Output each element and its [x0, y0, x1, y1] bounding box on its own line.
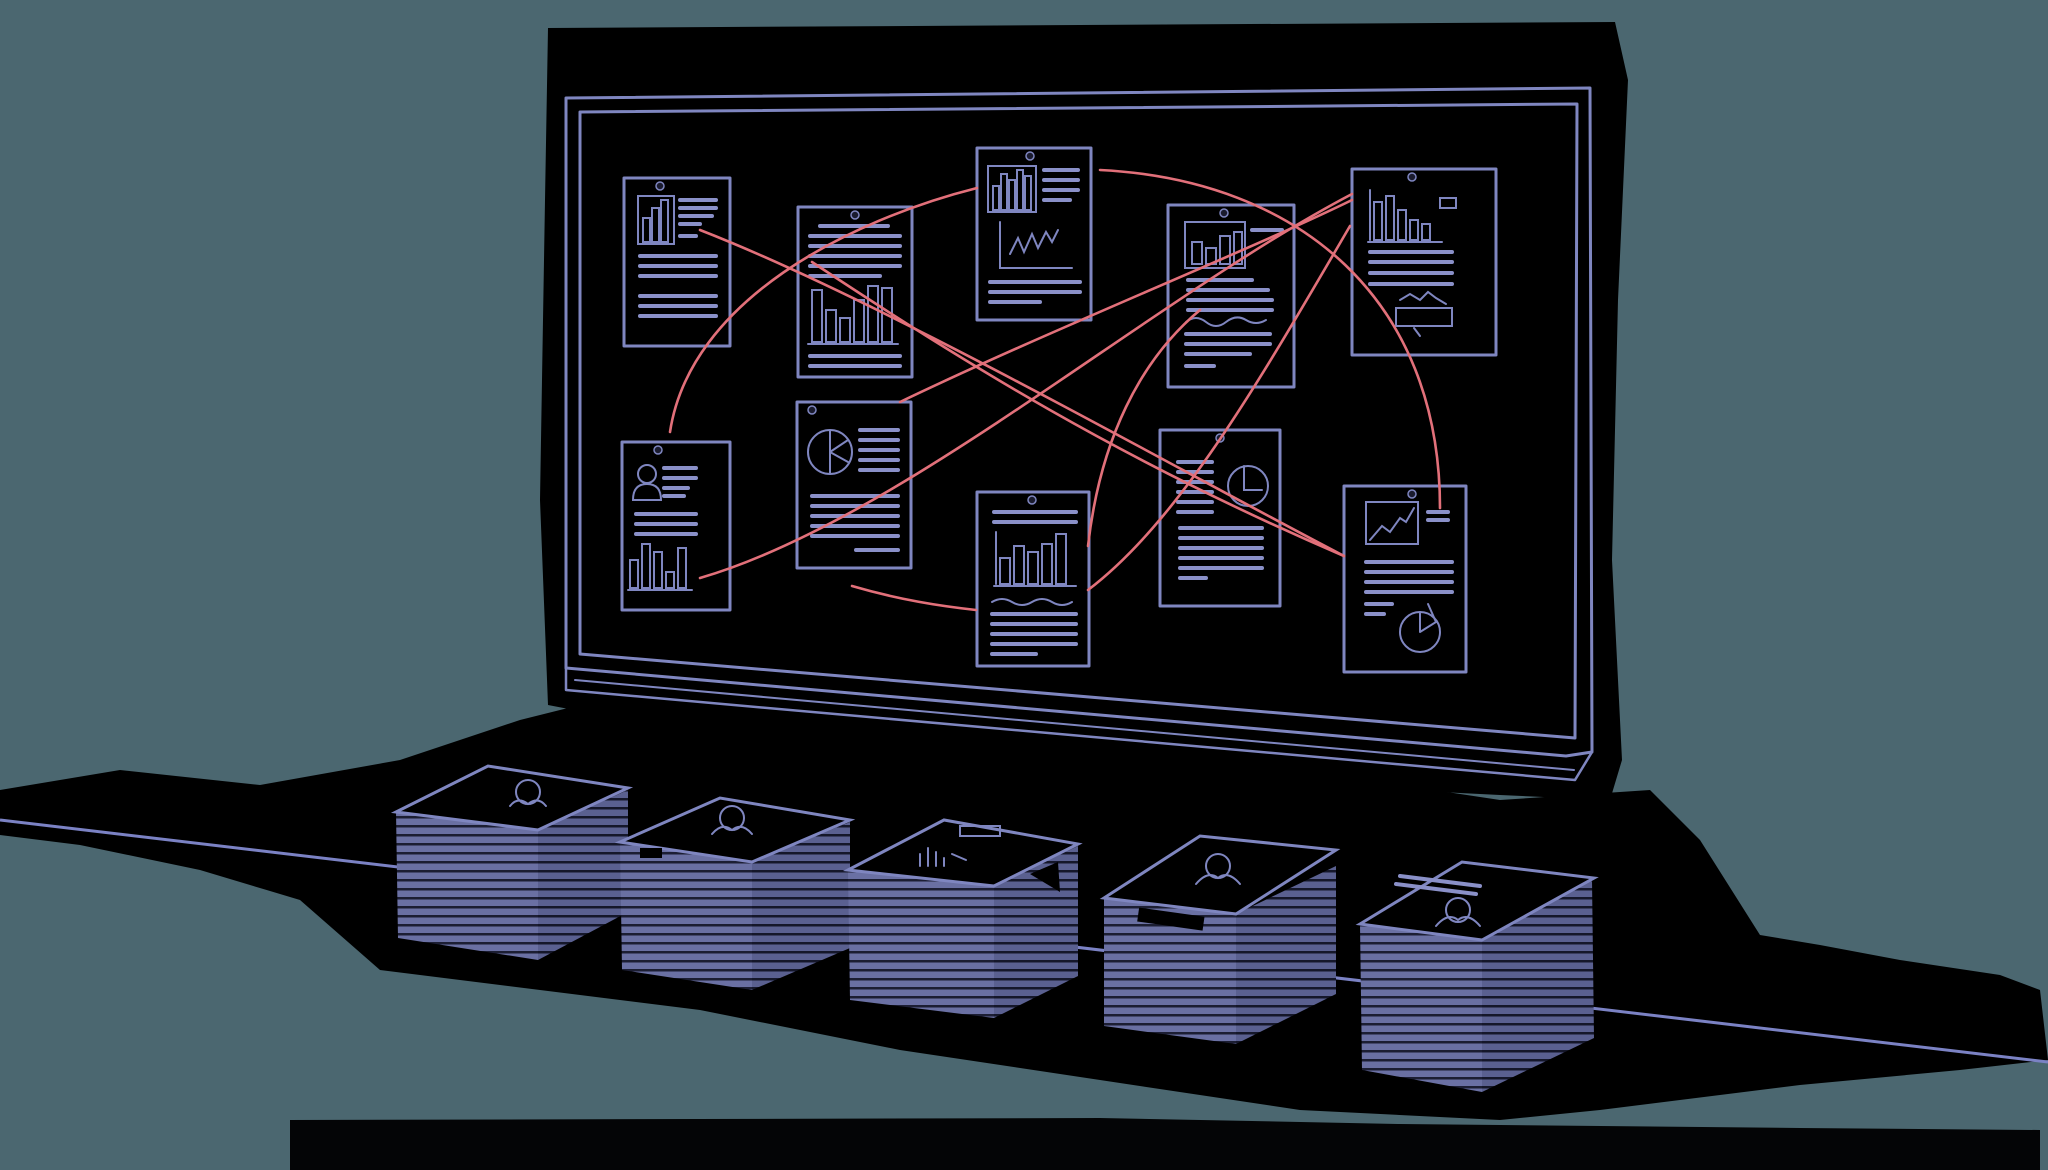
pie-chart-icon: [807, 429, 853, 475]
bar-chart-icon: [987, 165, 1037, 213]
paper-stack-3[interactable]: [842, 818, 1083, 1018]
pin-icon: [1407, 489, 1417, 499]
paper-stack-1[interactable]: [390, 764, 634, 960]
wave-icon: [1185, 316, 1267, 327]
paper-stack-4[interactable]: [1099, 834, 1341, 1044]
document-card-2[interactable]: [796, 205, 914, 379]
line-chart-icon: [999, 221, 1073, 269]
bar-chart-icon: [1367, 189, 1443, 243]
person-avatar-icon: [1435, 897, 1481, 927]
board-frame: [564, 86, 1594, 782]
pin-icon: [1027, 495, 1037, 505]
pin-icon: [1407, 172, 1417, 182]
person-avatar-icon: [711, 805, 753, 835]
text-lines: [638, 198, 718, 318]
document-card-8[interactable]: [975, 490, 1091, 668]
wave-icon: [991, 598, 1073, 606]
document-card-1[interactable]: [622, 176, 732, 348]
bar-chart-icon: [919, 825, 1001, 867]
pin-icon: [1219, 208, 1229, 218]
pin-icon: [850, 210, 860, 220]
person-avatar-icon: [509, 779, 547, 807]
document-card-10[interactable]: [1342, 484, 1468, 674]
trend-line-chart-icon: [1365, 501, 1419, 545]
pin-icon: [655, 181, 665, 191]
person-avatar-icon: [1195, 853, 1241, 885]
red-connection-strings: [668, 168, 1442, 612]
document-card-6[interactable]: [620, 440, 732, 612]
document-card-5[interactable]: [1350, 167, 1498, 357]
bar-chart-icon: [627, 543, 693, 591]
pie-chart-icon: [1399, 603, 1441, 653]
document-card-4[interactable]: [1166, 203, 1296, 389]
paper-stack-2[interactable]: [614, 796, 856, 990]
paper-stacks: [390, 764, 1599, 1092]
document-card-7[interactable]: [795, 400, 913, 570]
bar-chart-icon: [1184, 221, 1246, 269]
paper-stack-5[interactable]: [1355, 860, 1599, 1092]
bar-chart-icon: [993, 531, 1077, 587]
text-lines: [1042, 168, 1080, 202]
pin-icon: [1025, 151, 1035, 161]
pin-icon: [807, 405, 817, 415]
person-avatar-icon: [631, 464, 663, 501]
document-card-3[interactable]: [975, 146, 1093, 322]
area-chart-icon: [1395, 290, 1453, 337]
pin-icon: [653, 445, 663, 455]
bar-chart-icon: [637, 195, 675, 245]
